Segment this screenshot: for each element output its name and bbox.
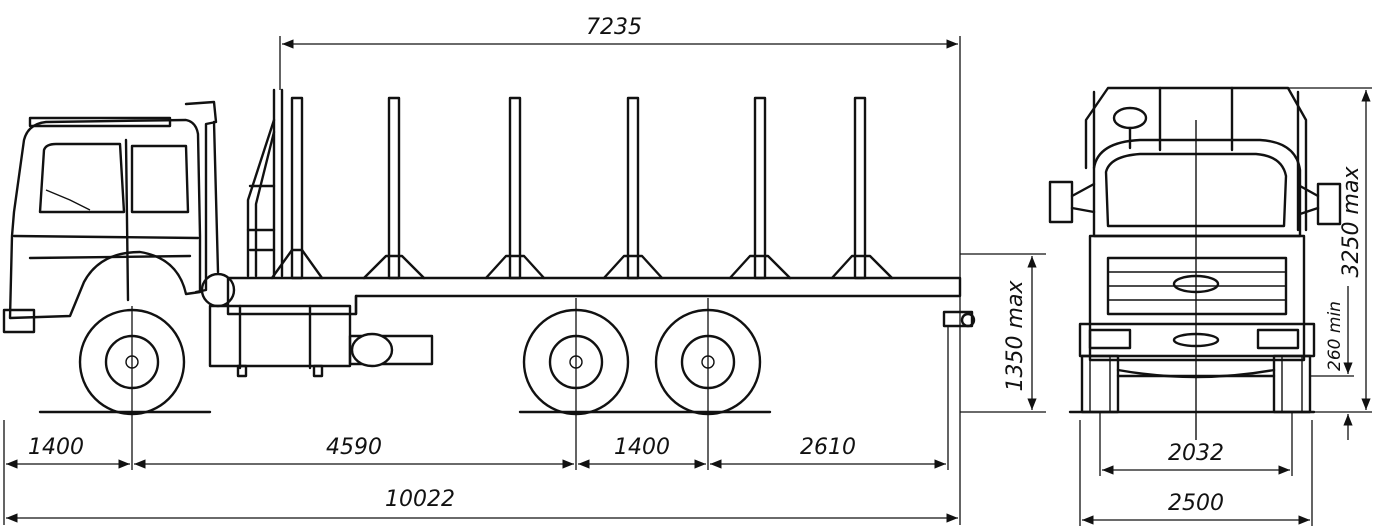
cab bbox=[2, 100, 236, 334]
dim-ground-clearance: 260 min bbox=[1325, 301, 1345, 371]
dim-platform-height: 1350 max bbox=[1003, 280, 1028, 392]
dim-track-width: 2032 bbox=[1168, 441, 1224, 466]
chassis-frame bbox=[208, 276, 976, 378]
dim-overall-length: 10022 bbox=[385, 487, 455, 512]
dim-axle-spacing: 1400 bbox=[614, 435, 670, 460]
dim-wheelbase: 4590 bbox=[326, 435, 382, 460]
dim-overall-height: 3250 max bbox=[1339, 166, 1364, 278]
front-view: 3250 max 260 min 2032 2500 bbox=[1048, 86, 1372, 526]
side-view: 7235 1400 4590 1400 2610 10022 1350 max bbox=[2, 15, 1046, 525]
headboard bbox=[246, 88, 284, 278]
dim-rear-overhang: 2610 bbox=[800, 435, 856, 460]
log-stanchions bbox=[270, 96, 894, 280]
dim-overall-width: 2500 bbox=[1168, 491, 1224, 516]
dim-front-overhang: 1400 bbox=[28, 435, 84, 460]
dim-body-length: 7235 bbox=[586, 15, 642, 40]
